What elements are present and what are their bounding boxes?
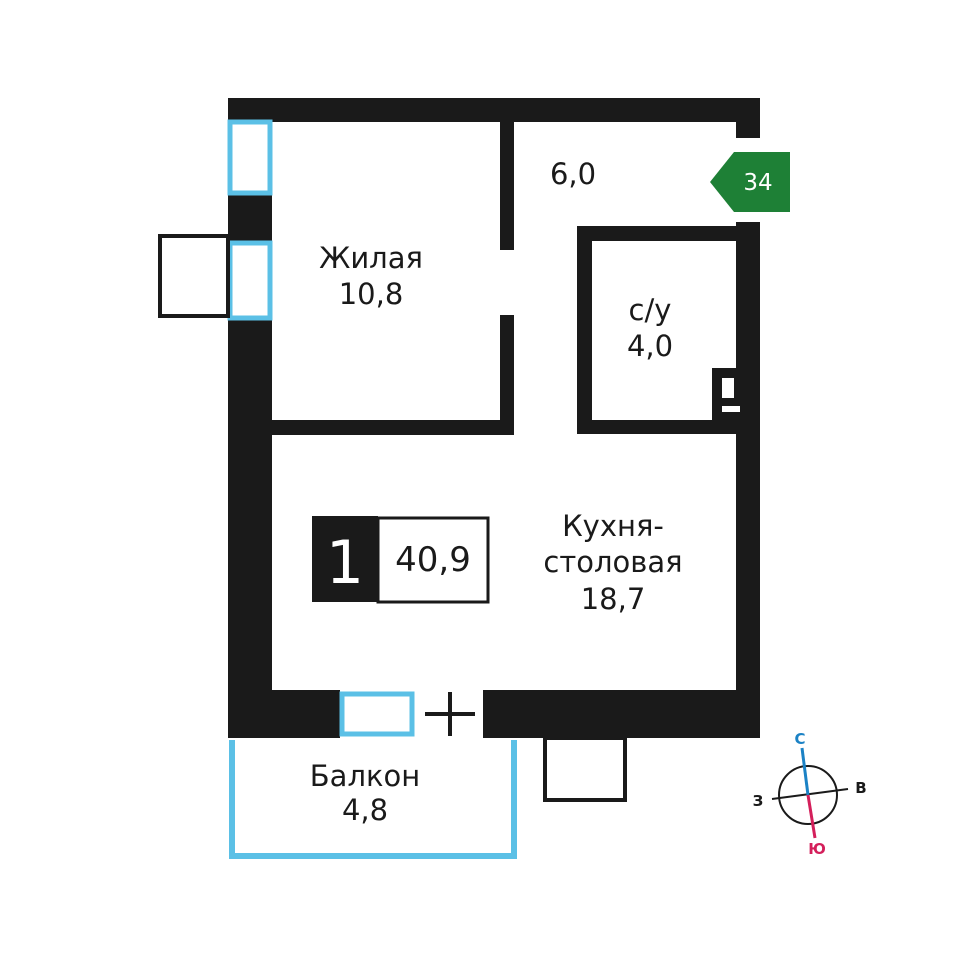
left-wall-pier bbox=[228, 193, 272, 243]
apartment-number-tag-shape bbox=[710, 152, 790, 212]
bathroom-top-wall bbox=[577, 226, 740, 241]
kitchen-name-line1: Кухня- bbox=[562, 509, 664, 543]
compass-south-label: Ю bbox=[808, 840, 826, 858]
bottom-wall-right bbox=[483, 690, 760, 738]
bathroom-bottom-wall bbox=[577, 420, 740, 434]
ac-unit-bottom bbox=[543, 736, 627, 802]
compass-east-label: В bbox=[855, 779, 866, 797]
left-window-upper bbox=[227, 119, 273, 196]
walls bbox=[228, 98, 760, 738]
right-wall-top-stub bbox=[736, 98, 760, 138]
balcony-name: Балкон bbox=[310, 759, 420, 793]
bathroom-area: 4,0 bbox=[627, 329, 673, 363]
left-wall bbox=[228, 318, 272, 738]
door-plus-mark bbox=[425, 692, 475, 736]
compass-north-needle bbox=[800, 747, 810, 796]
left-window-lower bbox=[227, 240, 273, 321]
bathroom-name: с/у bbox=[629, 293, 672, 327]
ac-unit-left bbox=[158, 234, 230, 318]
vent-opening-lower bbox=[722, 406, 740, 412]
compass-west-label: З bbox=[753, 792, 764, 810]
balcony-outline bbox=[229, 740, 517, 859]
bathroom-left-wall-upper bbox=[577, 226, 592, 358]
total-area: 40,9 bbox=[395, 540, 471, 580]
living-room-area: 10,8 bbox=[339, 277, 404, 311]
living-partition-upper bbox=[500, 118, 514, 250]
apartment-number: 34 bbox=[743, 170, 772, 196]
kitchen-name-line2: столовая bbox=[543, 545, 682, 579]
apartment-summary-badge: 1 40,9 bbox=[312, 516, 490, 604]
compass-north-label: С bbox=[794, 730, 805, 748]
top-wall bbox=[228, 98, 760, 122]
bottom-wall-left bbox=[228, 690, 340, 738]
rooms-count: 1 bbox=[326, 528, 364, 598]
living-partition-lower bbox=[500, 315, 514, 435]
windows bbox=[227, 119, 415, 737]
apartment-number-tag: 34 bbox=[710, 152, 790, 212]
compass: С Ю З В bbox=[753, 730, 867, 858]
right-wall bbox=[736, 222, 760, 738]
kitchen-area: 18,7 bbox=[581, 582, 646, 616]
compass-circle bbox=[778, 765, 838, 825]
hall-area: 6,0 bbox=[550, 157, 596, 191]
vent-opening-upper bbox=[722, 378, 734, 398]
compass-south-needle bbox=[806, 794, 817, 839]
bathroom-left-wall-lower bbox=[577, 358, 592, 434]
rooms-count-box bbox=[312, 516, 378, 602]
total-area-box bbox=[376, 516, 490, 604]
vent-shaft-openings bbox=[722, 378, 740, 412]
balcony-area: 4,8 bbox=[342, 793, 388, 827]
compass-west-east-line bbox=[771, 788, 849, 800]
balcony-door-window bbox=[339, 691, 415, 737]
living-room-name: Жилая bbox=[319, 241, 423, 275]
living-bottom-partition bbox=[268, 420, 514, 435]
